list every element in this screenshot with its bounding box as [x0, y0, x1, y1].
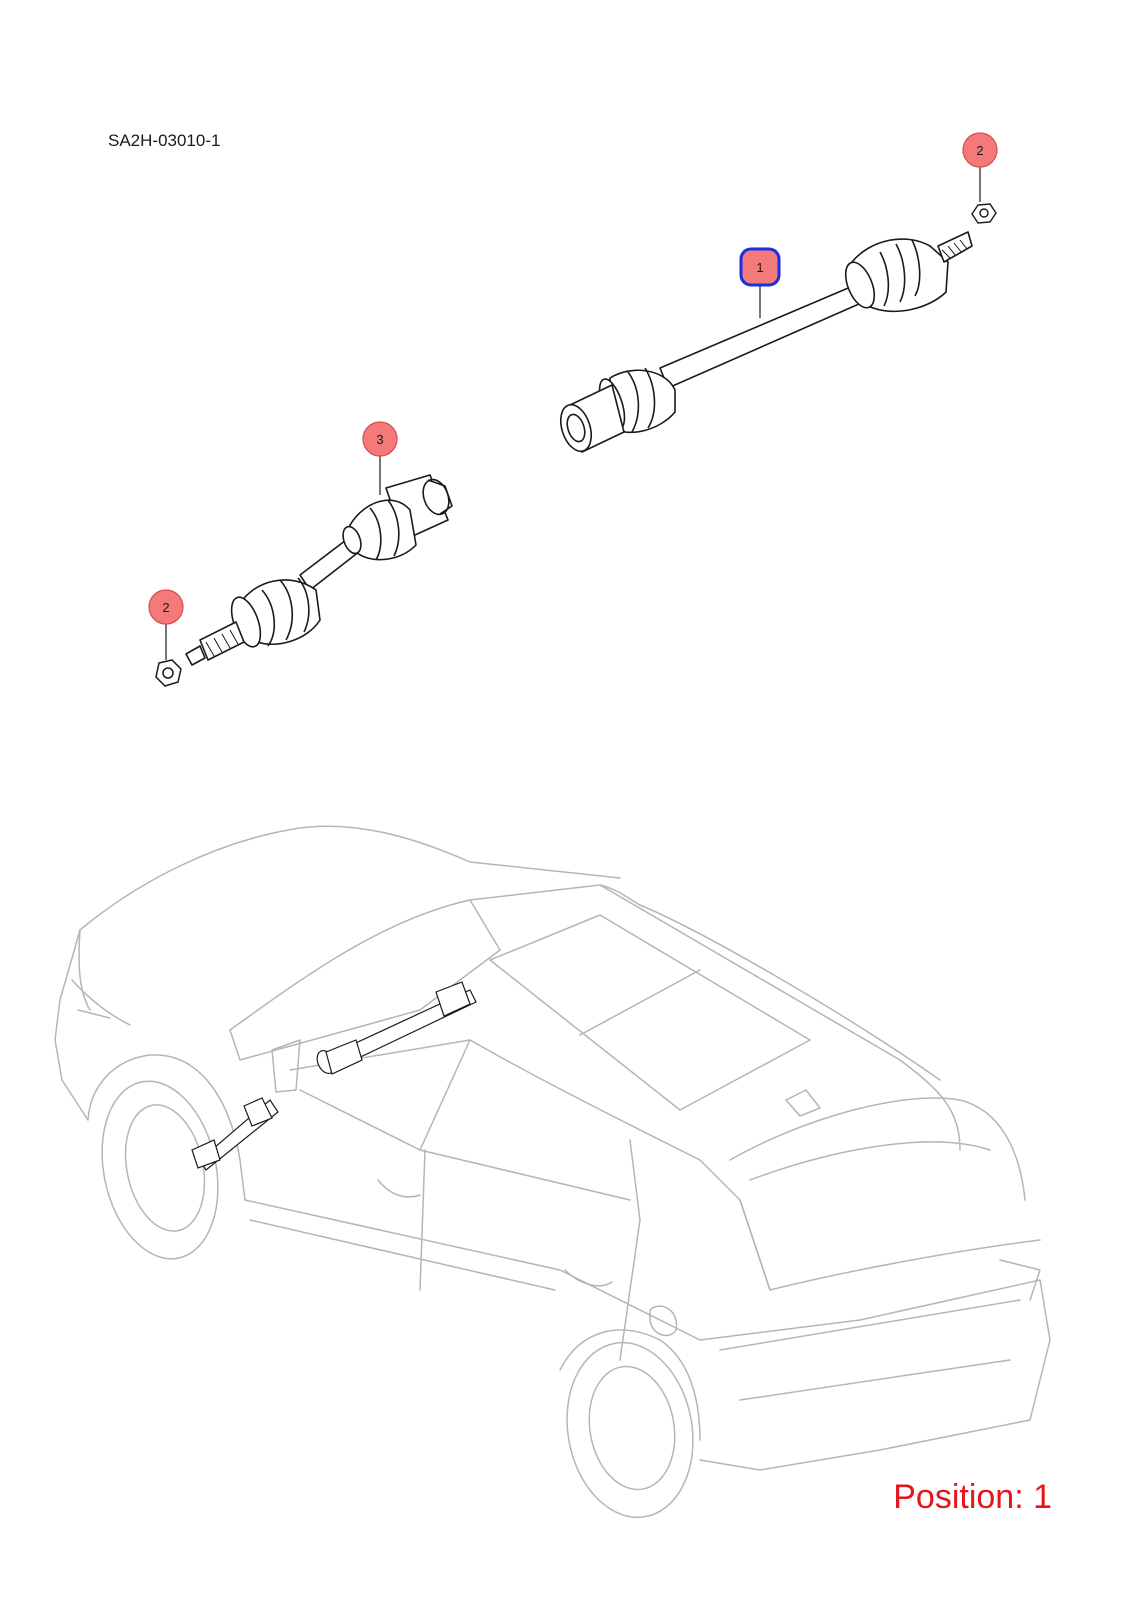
vehicle-outline	[54, 825, 1051, 1519]
callout-2-lower[interactable]: 2	[148, 589, 184, 625]
nut-part-2-lower[interactable]	[155, 659, 182, 687]
vehicle-drivetrain	[191, 981, 477, 1171]
nut-part-2-upper[interactable]	[971, 203, 997, 224]
diagram-code: SA2H-03010-1	[108, 131, 221, 150]
callout-3[interactable]: 3	[362, 421, 398, 457]
callout-3-label: 3	[376, 432, 383, 447]
drive-shaft-part-1[interactable]	[555, 231, 973, 455]
position-label: Position: 1	[893, 1478, 1052, 1516]
callout-1-selected[interactable]: 1	[739, 247, 781, 287]
callout-2-upper-label: 2	[976, 143, 983, 158]
drive-shaft-part-3[interactable]	[185, 474, 453, 666]
callout-2-lower-label: 2	[162, 600, 169, 615]
callout-1-label: 1	[756, 260, 763, 275]
leader-lines	[165, 162, 981, 660]
callout-2-upper[interactable]: 2	[962, 132, 998, 168]
